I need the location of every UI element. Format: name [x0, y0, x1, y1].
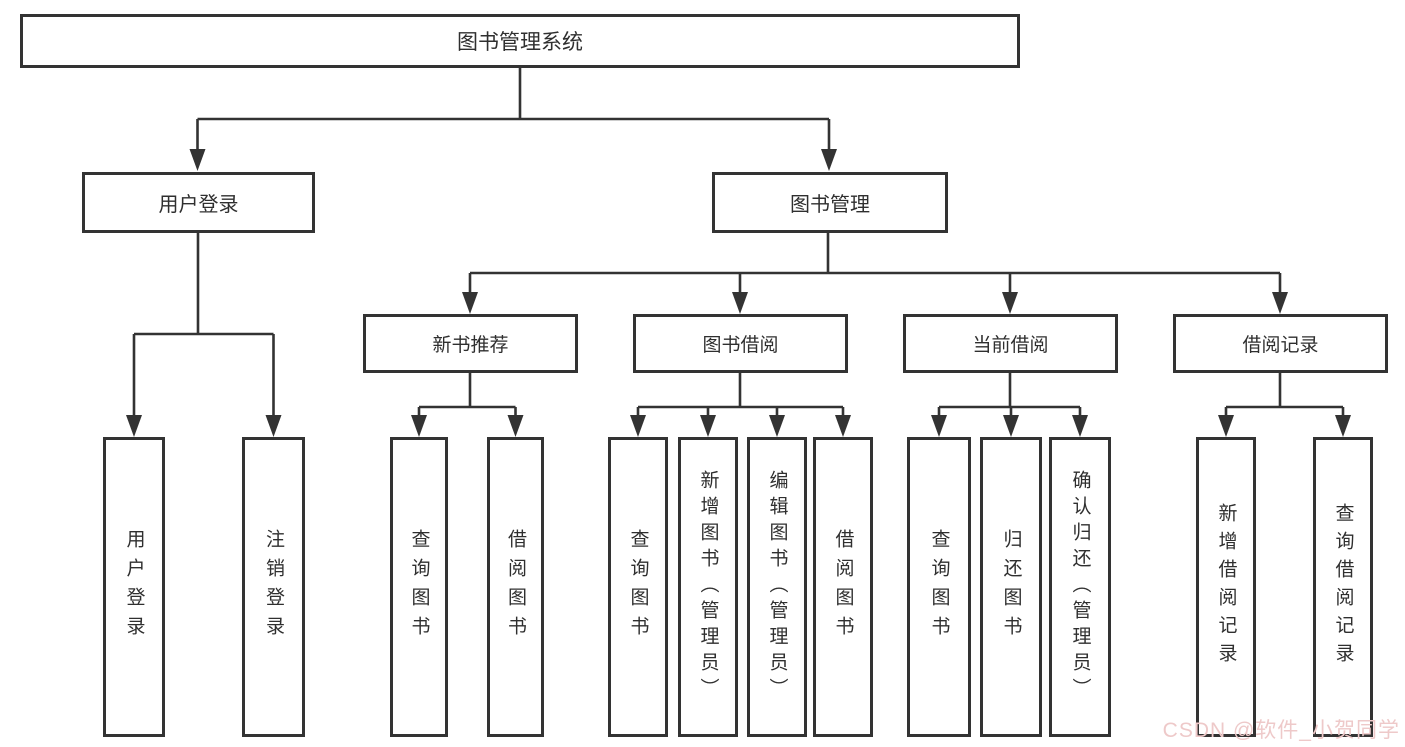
leaf-query-book-current: 查询图书: [907, 437, 971, 737]
leaf-label: 归还图书: [1000, 529, 1022, 645]
leaf-label: 用户登录: [123, 529, 145, 645]
arrowheads: [126, 149, 1351, 437]
leaf-label: 查询图书: [408, 529, 430, 645]
leaf-add-borrow-record: 新增借阅记录: [1196, 437, 1256, 737]
leaf-label: 确认归还（管理员）: [1069, 470, 1091, 704]
connector-borrow-records-to-leaves: [1224, 373, 1345, 417]
node-new-book-recommendation: 新书推荐: [363, 314, 578, 373]
leaf-query-book-borrow: 查询图书: [608, 437, 668, 737]
leaf-query-borrow-record: 查询借阅记录: [1313, 437, 1373, 737]
leaf-label: 借阅图书: [505, 529, 526, 645]
node-library-management-system: 图书管理系统: [20, 14, 1020, 68]
node-borrowing-records: 借阅记录: [1173, 314, 1388, 373]
node-user-login: 用户登录: [82, 172, 315, 233]
leaf-label: 查询图书: [627, 529, 649, 645]
node-book-management: 图书管理: [712, 172, 948, 233]
leaf-logout: 注销登录: [242, 437, 305, 737]
leaf-label: 编辑图书（管理员）: [766, 470, 788, 704]
connector-new-book-to-leaves: [417, 373, 517, 417]
leaf-edit-book-admin: 编辑图书（管理员）: [747, 437, 807, 737]
leaf-query-book-new: 查询图书: [390, 437, 448, 737]
connector-user-login-to-leaves: [132, 233, 275, 417]
node-current-borrowing: 当前借阅: [903, 314, 1118, 373]
csdn-watermark: CSDN @软件_小贺同学: [1162, 719, 1400, 742]
node-book-borrowing: 图书借阅: [633, 314, 848, 373]
leaf-borrow-book: 借阅图书: [813, 437, 873, 737]
leaf-label: 查询借阅记录: [1332, 503, 1354, 671]
connector-book-borrow-to-leaves: [636, 373, 845, 417]
leaf-add-book-admin: 新增图书（管理员）: [678, 437, 738, 737]
leaf-user-login: 用户登录: [103, 437, 165, 737]
leaf-return-book: 归还图书: [980, 437, 1042, 737]
leaf-label: 新增图书（管理员）: [697, 470, 719, 704]
leaf-label: 新增借阅记录: [1215, 503, 1237, 671]
leaf-label: 注销登录: [263, 529, 284, 645]
connector-book-mgmt-to-level3: [468, 233, 1282, 294]
leaf-confirm-return-admin: 确认归还（管理员）: [1049, 437, 1111, 737]
leaf-label: 查询图书: [928, 529, 950, 645]
leaf-borrow-book-new: 借阅图书: [487, 437, 544, 737]
leaf-label: 借阅图书: [832, 529, 854, 645]
connector-root-to-level2: [196, 68, 831, 151]
connector-current-borrow-to-leaves: [937, 373, 1082, 417]
